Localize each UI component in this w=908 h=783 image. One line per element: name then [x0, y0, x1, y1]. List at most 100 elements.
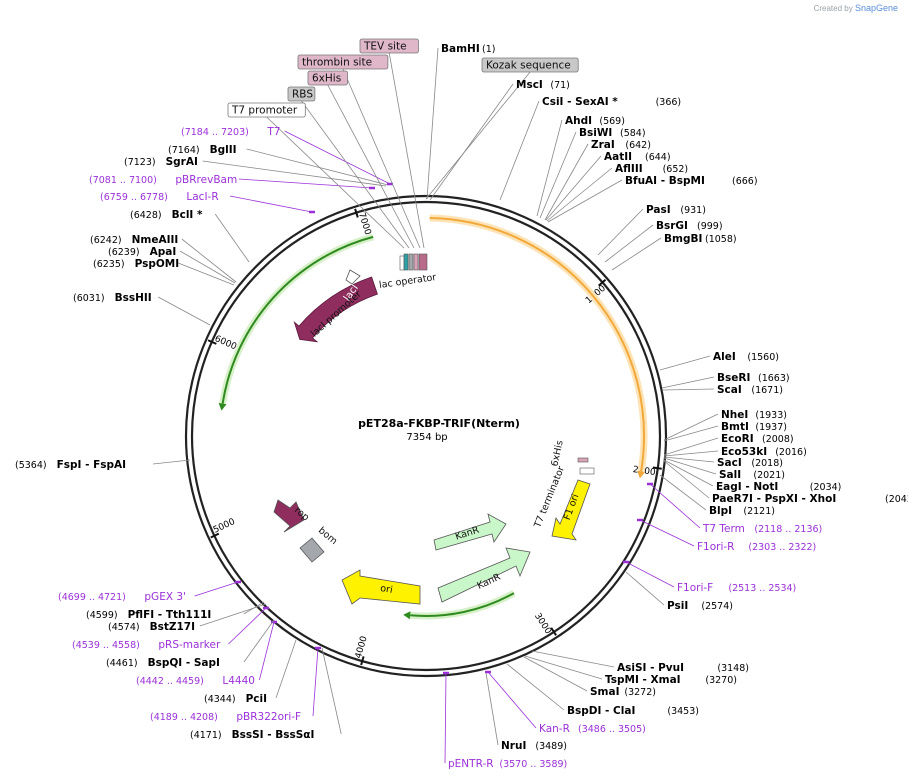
enzyme-label-pflfi-tth111i[interactable]: (4599)PflFI - Tth111I: [86, 609, 211, 621]
feature-ori[interactable]: [341, 569, 421, 605]
enzyme-label-pspomi[interactable]: (6235)PspOMI: [93, 258, 179, 270]
enzyme-label-sgrai[interactable]: (7123)SgrAI: [124, 156, 198, 168]
enzyme-label-eco53ki[interactable]: Eco53kI(2016): [721, 446, 807, 458]
label-leader: [663, 425, 719, 442]
label-leader: [487, 671, 537, 729]
site-name: BseRI: [717, 372, 750, 384]
label-leader: [544, 143, 589, 221]
feature-tag-thrombin-site[interactable]: thrombin site: [297, 54, 389, 70]
tick-label: 4000: [354, 635, 370, 660]
enzyme-label-alei[interactable]: AleI(1560): [713, 351, 779, 363]
primer-label-f1ori-r[interactable]: F1ori-R(2303 .. 2322): [697, 541, 816, 553]
enzyme-label-scai[interactable]: ScaI(1671): [717, 384, 783, 396]
label-leader: [275, 639, 297, 699]
enzyme-label-fspi-fspai[interactable]: (5364)FspI - FspAI: [15, 459, 126, 471]
enzyme-label-bsrgi[interactable]: BsrGI(999): [656, 220, 723, 232]
feature-tag-tev-site[interactable]: TEV site: [359, 38, 419, 54]
feature-bom[interactable]: [299, 537, 325, 563]
primer-label-laci-r[interactable]: (6759 .. 6778)LacI-R: [100, 191, 219, 203]
enzyme-label-bcli[interactable]: (6428)BclI *: [130, 209, 203, 221]
enzyme-label-apai[interactable]: (6239)ApaI: [108, 246, 176, 258]
enzyme-label-asisi-pvui[interactable]: AsiSI - PvuI(3148): [617, 662, 749, 674]
enzyme-label-ahdi[interactable]: AhdI(569): [565, 115, 625, 127]
feature-kanR-2[interactable]: [437, 547, 531, 603]
enzyme-label-bglii[interactable]: (7164)BglII: [168, 144, 237, 156]
primer-label-t7[interactable]: (7184 .. 7203)T7: [181, 126, 281, 138]
small-feature-t7term[interactable]: [579, 467, 595, 475]
small-feature-t7promoter[interactable]: [403, 253, 409, 271]
enzyme-label-ecori[interactable]: EcoRI(2008): [721, 433, 794, 445]
enzyme-label-bspdi-clai[interactable]: BspDI - ClaI(3453): [567, 705, 699, 717]
enzyme-label-csii-sexai[interactable]: CsiI - SexAI *(366): [542, 96, 681, 108]
feature-tag-kozak-sequence[interactable]: Kozak sequence: [481, 57, 579, 73]
enzyme-label-psii[interactable]: PsiI(2574): [667, 600, 733, 612]
enzyme-label-bsshii[interactable]: (6031)BssHII: [73, 292, 152, 304]
label-leader: [181, 238, 237, 283]
enzyme-label-paer7i-pspxi-xhoi[interactable]: PaeR7I - PspXI - XhoI(2042): [712, 493, 908, 505]
tick-mark: [598, 278, 607, 287]
enzyme-label-msci[interactable]: MscI(71): [516, 79, 570, 91]
small-feature-laci-promoter[interactable]: [345, 269, 361, 285]
small-feature-his-c[interactable]: [577, 457, 589, 463]
feature-kanR-1[interactable]: [433, 513, 507, 551]
feature-tag-text: T7 promoter: [231, 105, 298, 117]
enzyme-label-nmeaiii[interactable]: (6242)NmeAIII: [90, 234, 178, 246]
label-leader: [246, 148, 389, 186]
primer-label-f1ori-f[interactable]: F1ori-F(2513 .. 2534): [677, 582, 796, 594]
site-position: (4699 .. 4721): [58, 592, 126, 603]
small-feature-lacop[interactable]: [399, 255, 405, 271]
feature-tag-6xhis[interactable]: 6xHis: [307, 70, 348, 86]
primer-label-pbrrevbam[interactable]: (7081 .. 7100)pBRrevBam: [89, 174, 237, 186]
enzyme-label-bspqi-sapi[interactable]: (4461)BspQI - SapI: [106, 657, 220, 669]
enzyme-label-tspmi-xmai[interactable]: TspMI - XmaI(3270): [605, 674, 737, 686]
enzyme-label-bfuai-bspmi[interactable]: BfuAI - BspMI(666): [625, 175, 758, 187]
enzyme-label-zrai[interactable]: ZraI(642): [591, 139, 651, 151]
primer-label-t7-term[interactable]: T7 Term(2118 .. 2136): [702, 523, 822, 535]
label-leader: [663, 459, 714, 487]
feature-tag-box: [297, 54, 389, 70]
label-leader: [663, 457, 717, 475]
enzyme-label-bmti[interactable]: BmtI(1937): [721, 421, 787, 433]
feature-tag-rbs[interactable]: RBS: [287, 86, 316, 102]
enzyme-label-nhei[interactable]: NheI(1933): [721, 409, 787, 421]
enzyme-label-bamhi[interactable]: BamHI(1): [441, 43, 495, 55]
enzyme-label-saci[interactable]: SacI(2018): [717, 457, 783, 469]
primer-label-kan-r[interactable]: Kan-R(3486 .. 3505): [539, 723, 646, 735]
site-name: pBR322ori-F: [236, 711, 301, 723]
enzyme-label-bmgbi[interactable]: BmgBI(1058): [664, 233, 737, 245]
small-feature-rbs[interactable]: [408, 253, 414, 271]
site-name: SmaI: [590, 686, 620, 698]
primer-label-prs-marker[interactable]: (4539 .. 4558)pRS-marker: [72, 639, 221, 651]
interior-label-6xhis: 6xHis: [549, 439, 565, 467]
primer-label-pgex-3[interactable]: (4699 .. 4721)pGEX 3': [58, 591, 186, 603]
enzyme-label-aatii[interactable]: AatII(644): [604, 151, 671, 163]
enzyme-label-nrui[interactable]: NruI(3489): [501, 740, 567, 752]
enzyme-label-bsiwi[interactable]: BsiWI(584): [579, 127, 646, 139]
small-feature-thrombin[interactable]: [418, 253, 428, 271]
label-leader: [229, 195, 313, 213]
label-leader: [661, 376, 715, 389]
label-leader: [284, 130, 391, 185]
small-feature-his[interactable]: [413, 253, 419, 271]
enzyme-label-afliii[interactable]: AflIII(652): [615, 163, 688, 175]
primer-label-pentr-r[interactable]: pENTR-R(3570 .. 3589): [448, 758, 567, 770]
primer-label-l4440[interactable]: (4442 .. 4459)L4440: [136, 675, 255, 687]
enzyme-label-pasi[interactable]: PasI(931): [646, 204, 706, 216]
enzyme-label-bseri[interactable]: BseRI(1663): [717, 372, 790, 384]
label-leader: [243, 619, 275, 663]
enzyme-label-pcii[interactable]: (4344)PciI: [204, 693, 267, 705]
feature-rop[interactable]: [273, 499, 305, 533]
enzyme-label-eagi-noti[interactable]: EagI - NotI(2034): [716, 481, 841, 493]
site-name: AflIII: [615, 163, 643, 175]
feature-f1ori[interactable]: [551, 479, 591, 541]
enzyme-label-blpi[interactable]: BlpI(2121): [709, 505, 775, 517]
site-name: BmgBI: [664, 233, 702, 245]
enzyme-label-bsssi-bsss-i[interactable]: (4171)BssSI - BssSαI: [190, 729, 314, 741]
site-position: (7164): [168, 145, 200, 156]
feature-tag-t7-promoter[interactable]: T7 promoter: [227, 102, 306, 118]
enzyme-label-bstz17i[interactable]: (4574)BstZ17I: [108, 621, 195, 633]
primer-label-pbr322ori-f[interactable]: (4189 .. 4208)pBR322ori-F: [150, 711, 301, 723]
enzyme-label-smai[interactable]: SmaI(3272): [590, 686, 656, 698]
enzyme-label-sali[interactable]: SalI(2021): [719, 469, 785, 481]
feature-lacI[interactable]: [293, 276, 378, 343]
